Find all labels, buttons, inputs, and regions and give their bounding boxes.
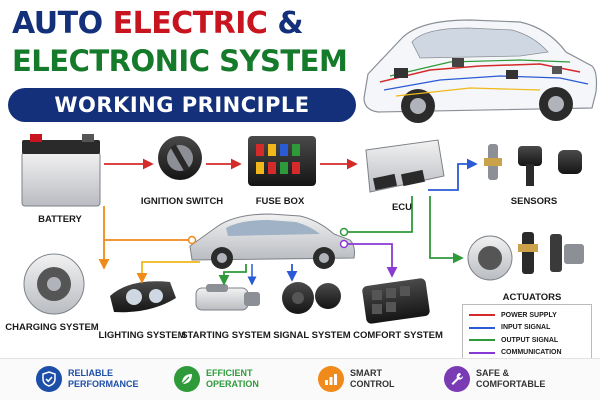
legend-label: POWER SUPPLY <box>501 311 557 319</box>
line-car-starting <box>218 264 247 286</box>
feature-line1: SMART <box>350 368 382 378</box>
label-battery: BATTERY <box>38 214 82 225</box>
label-sensors: SENSORS <box>510 196 558 207</box>
alternator-icon <box>23 253 85 315</box>
title-word-auto: AUTO <box>12 6 103 41</box>
legend-swatch <box>469 326 495 329</box>
label-starting-system: STARTING SYSTEM <box>181 330 271 341</box>
legend-label: OUTPUT SIGNAL <box>501 336 559 344</box>
title-line-1: AUTO ELECTRIC & <box>12 6 304 41</box>
label-comfort-system: COMFORT SYSTEM <box>353 330 443 341</box>
feature-line2: PERFORMANCE <box>68 379 139 389</box>
horn-icon <box>282 282 341 314</box>
feature-reliable: RELIABLE PERFORMANCE <box>36 366 139 392</box>
feature-text: RELIABLE PERFORMANCE <box>68 368 139 390</box>
legend-item-power: POWER SUPPLY <box>469 309 585 322</box>
leaf-icon <box>174 366 200 392</box>
label-fuse-box: FUSE BOX <box>255 196 305 207</box>
line-car-comfort-comm <box>344 243 398 278</box>
ignition-switch-icon <box>158 136 202 180</box>
arrow-ecu-sensors <box>428 158 478 191</box>
feature-line2: COMFORTABLE <box>476 379 546 389</box>
chart-up-icon <box>318 366 344 392</box>
ecu-icon <box>365 139 445 193</box>
line-ecu-car <box>344 196 413 233</box>
fuse-box-icon <box>248 136 316 186</box>
feature-safe: SAFE & COMFORTABLE <box>444 366 545 392</box>
title-word-electric: ELECTRIC <box>112 6 268 41</box>
feature-text: EFFICIENT OPERATION <box>206 368 259 390</box>
label-actuators: ACTUATORS <box>502 292 562 303</box>
central-car-icon <box>189 213 355 269</box>
legend-label: COMMUNICATION <box>501 349 562 357</box>
label-charging-system: CHARGING SYSTEM <box>5 322 99 333</box>
headlight-icon <box>110 281 176 313</box>
title-line-2: ELECTRONIC SYSTEM <box>12 44 348 78</box>
feature-line1: SAFE & <box>476 368 510 378</box>
wrench-icon <box>444 366 470 392</box>
legend-item-communication: COMMUNICATION <box>469 347 585 360</box>
legend-swatch <box>469 314 495 317</box>
feature-line1: RELIABLE <box>68 368 113 378</box>
line-car-lighting <box>136 261 200 284</box>
label-ecu: ECU <box>391 202 413 213</box>
legend-box: POWER SUPPLY INPUT SIGNAL OUTPUT SIGNAL … <box>462 304 592 362</box>
title-banner: WORKING PRINCIPLE <box>8 88 356 122</box>
actuators-icon <box>467 232 584 281</box>
feature-line2: OPERATION <box>206 379 259 389</box>
label-signal-system: SIGNAL SYSTEM <box>273 330 351 341</box>
label-ignition-switch: IGNITION SWITCH <box>140 196 224 207</box>
label-lighting-system: LIGHTING SYSTEM <box>98 330 186 341</box>
feature-text: SAFE & COMFORTABLE <box>476 368 545 390</box>
car-wiring-illustration <box>363 19 598 123</box>
arrow-ecu-actuators <box>429 196 464 264</box>
legend-swatch <box>469 339 495 342</box>
feature-line1: EFFICIENT <box>206 368 253 378</box>
legend-label: INPUT SIGNAL <box>501 324 551 332</box>
line-battery-car <box>103 206 192 241</box>
feature-smart: SMART CONTROL <box>318 366 395 392</box>
feature-line2: CONTROL <box>350 379 395 389</box>
shield-check-icon <box>36 366 62 392</box>
feature-efficient: EFFICIENT OPERATION <box>174 366 259 392</box>
sensors-icon <box>484 144 582 186</box>
feature-bar: RELIABLE PERFORMANCE EFFICIENT OPERATION… <box>0 358 600 400</box>
legend-item-output: OUTPUT SIGNAL <box>469 334 585 347</box>
battery-icon <box>21 134 101 207</box>
starter-motor-icon <box>195 284 260 311</box>
title-ampersand: & <box>277 6 304 41</box>
window-switch-icon <box>362 278 430 324</box>
feature-text: SMART CONTROL <box>350 368 395 390</box>
connection-lines <box>98 158 478 286</box>
legend-swatch <box>469 351 495 354</box>
legend-item-input: INPUT SIGNAL <box>469 322 585 335</box>
